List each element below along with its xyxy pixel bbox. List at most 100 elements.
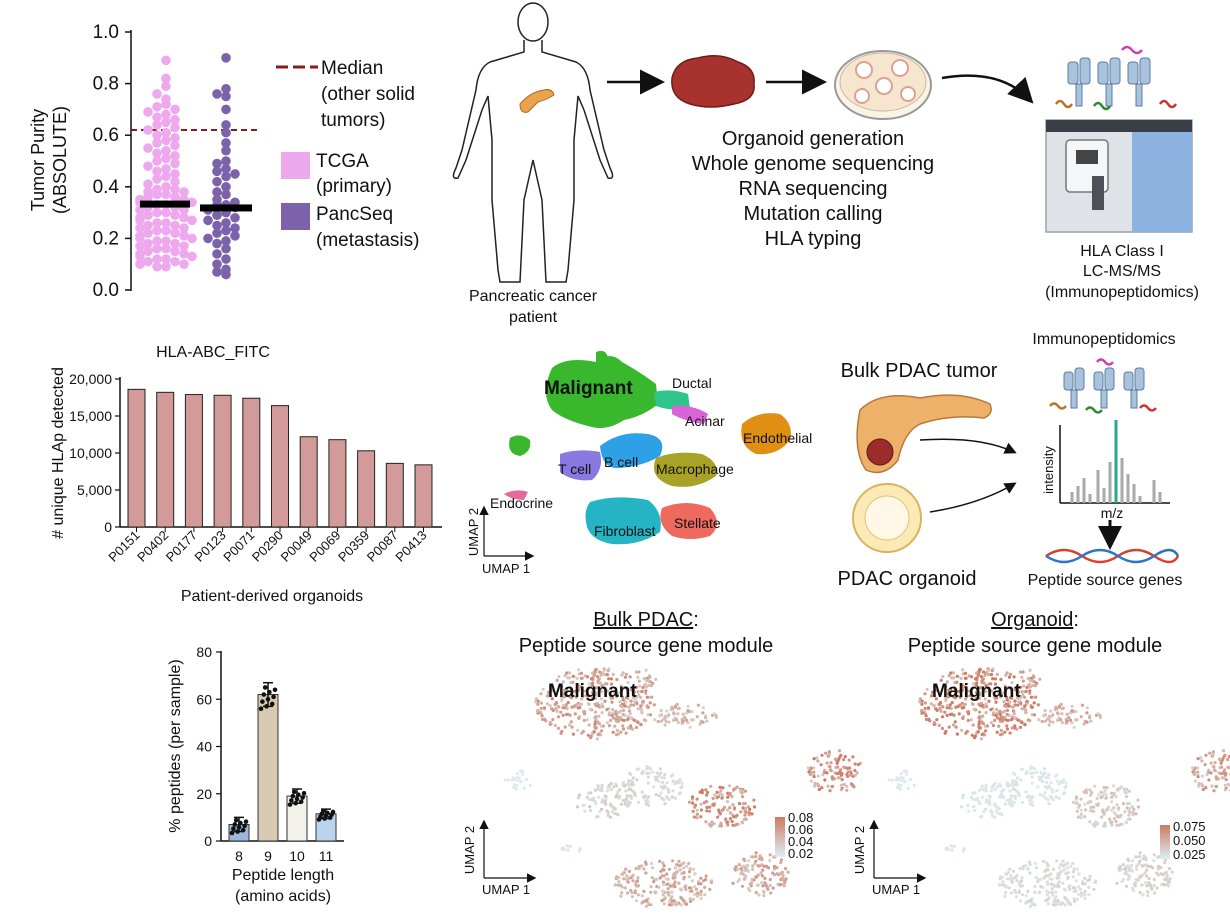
tcga-point [161, 135, 171, 146]
module-cell-point [816, 759, 820, 763]
module-cell-point [1159, 872, 1163, 876]
module-cell-point [620, 705, 624, 709]
module-cell-point [1008, 877, 1013, 882]
module-cell-point [1044, 874, 1048, 878]
module-cell-point [1203, 763, 1207, 767]
module-cell-point [1004, 705, 1008, 709]
bulk-scale-1: 0.08 [788, 810, 813, 825]
module-cell-point [658, 767, 663, 771]
module-cell-point [1121, 863, 1125, 867]
module-cell-point [669, 708, 673, 712]
module-cell-point [948, 694, 952, 698]
module-cell-point [1028, 691, 1032, 695]
module-cell-point [1041, 885, 1045, 890]
tcga-point [179, 187, 189, 197]
module-cell-point [632, 718, 637, 722]
module-cell-point [965, 729, 969, 734]
module-cell-point [592, 730, 596, 734]
module-cell-point [851, 755, 855, 759]
module-cell-point [618, 700, 622, 704]
length-x-label: 8 [235, 848, 243, 864]
module-cell-point [583, 809, 587, 813]
module-cell-point [984, 729, 988, 733]
module-cell-point [1043, 791, 1047, 795]
module-cell-point [701, 711, 705, 715]
module-cell-point [686, 709, 690, 713]
module-cell-point [1003, 802, 1008, 806]
module-cell-point [662, 776, 666, 780]
module-cell-point [676, 712, 680, 716]
module-cell-point [1164, 870, 1168, 875]
module-cell-point [669, 884, 673, 888]
module-cell-point [977, 716, 981, 720]
bulk-axis-x: UMAP 1 [482, 882, 530, 897]
module-cell-point [659, 791, 663, 795]
module-cell-point [1046, 864, 1050, 868]
module-cell-point [977, 696, 981, 700]
module-cell-point [1219, 772, 1223, 776]
module-cell-point [623, 886, 627, 890]
module-cell-point [691, 809, 695, 814]
tcga-point [143, 161, 153, 171]
module-cell-point [551, 718, 555, 722]
module-cell-point [901, 776, 905, 781]
module-cell-point [1029, 898, 1033, 903]
module-cell-point [998, 812, 1002, 816]
hlap-y-tick-label: 15,000 [69, 408, 112, 424]
module-cell-point [580, 697, 584, 701]
module-cell-point [958, 703, 962, 707]
module-cell-point [1110, 808, 1114, 812]
module-cell-point [1018, 685, 1023, 689]
module-cell-point [1024, 864, 1028, 868]
module-cell-point [1145, 884, 1149, 888]
module-cell-point [1112, 806, 1116, 810]
module-cell-point [994, 713, 998, 717]
module-cell-point [1045, 889, 1049, 893]
module-cell-point [624, 731, 628, 735]
module-cell-point [1045, 780, 1049, 785]
module-cell-point [1055, 718, 1060, 722]
module-cell-point [1070, 721, 1074, 725]
module-cell-point [743, 868, 748, 873]
module-cell-point [1078, 887, 1082, 891]
module-cell-point [673, 873, 677, 877]
module-cell-point [565, 844, 569, 848]
module-cell-point [1088, 799, 1092, 804]
module-cell-point [645, 771, 649, 776]
module-cell-point [1008, 802, 1012, 806]
module-cell-point [955, 674, 959, 678]
pancseq-point [221, 127, 231, 138]
module-cell-point [624, 700, 628, 704]
length-point [238, 820, 243, 826]
module-cell-point [1093, 784, 1097, 788]
module-cell-point [955, 680, 959, 684]
module-cell-point [1089, 805, 1093, 810]
length-point [269, 701, 275, 707]
module-cell-point [615, 792, 619, 796]
module-cell-point [1204, 753, 1208, 757]
tumor-tissue-icon [671, 55, 755, 108]
module-cell-point [642, 867, 646, 871]
module-cell-point [696, 891, 700, 896]
module-cell-point [812, 772, 816, 776]
module-cell-point [1221, 749, 1226, 753]
module-cell-point [1051, 790, 1055, 794]
pancseq-point [221, 218, 231, 228]
module-cell-point [639, 704, 643, 708]
module-cell-point [565, 706, 569, 711]
module-cell-point [1079, 894, 1083, 898]
module-cell-point [940, 715, 945, 719]
module-cell-point [592, 687, 596, 691]
module-cell-point [1156, 864, 1160, 869]
module-cell-point [673, 796, 677, 800]
module-cell-point [768, 877, 772, 882]
module-cell-point [663, 714, 667, 719]
pancseq-point [212, 259, 222, 270]
module-cell-point [960, 683, 964, 687]
module-cell-point [737, 802, 742, 806]
module-cell-point [992, 711, 996, 715]
module-cell-point [718, 824, 722, 828]
module-cell-point [1037, 890, 1041, 894]
module-cell-point [1017, 792, 1021, 796]
module-cell-point [1011, 709, 1016, 713]
